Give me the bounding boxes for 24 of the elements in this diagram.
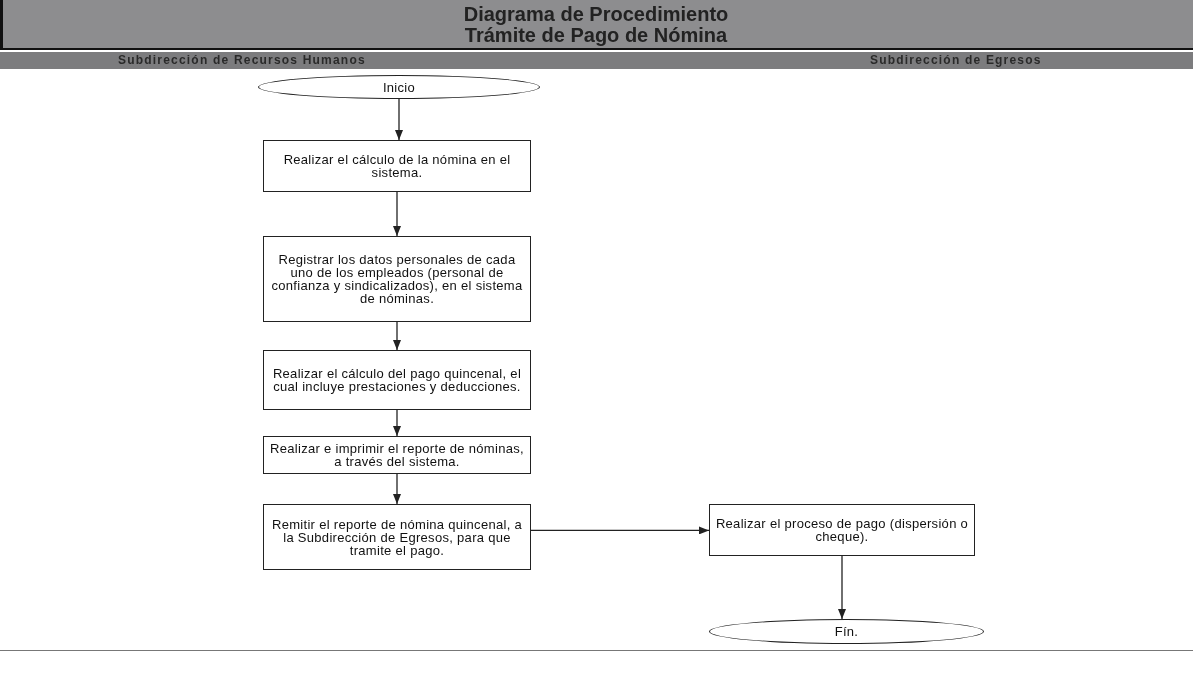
arrow	[393, 409, 401, 437]
terminator-label: Fín.	[833, 625, 860, 638]
process-box	[263, 350, 531, 410]
process-box	[263, 504, 531, 570]
process-box	[263, 436, 531, 474]
step-text: Realizar el cálculo de la nómina en el sistema.	[282, 153, 512, 179]
step-text: Realizar e imprimir el reporte de nóminas, a través del sistema.	[269, 442, 525, 468]
arrow	[395, 98, 403, 141]
arrow	[393, 191, 401, 237]
arrow	[530, 526, 710, 535]
arrow	[393, 473, 401, 505]
lane-title: Subdirección de Egresos	[870, 53, 1042, 68]
step-text: Realizar el proceso de pago (dispersión o cheque).	[714, 517, 970, 543]
step-text: Remitir el reporte de nómina quincenal, a la Subdirección de Egresos, para que tramite el pago.	[270, 517, 523, 557]
process-box	[709, 504, 975, 556]
arrow	[838, 555, 846, 620]
step-text: Registrar los datos personales de cada uno de los empleados (personal de confianza y sindicalizados), en el sistema de nóminas.	[270, 253, 524, 305]
process-box	[263, 236, 531, 322]
arrow	[393, 321, 401, 351]
lane-title: Subdirección de Recursos Humanos	[118, 53, 366, 68]
step-text: Realizar el cálculo del pago quincenal, el cual incluye prestaciones y deducciones.	[271, 367, 523, 393]
diagram-title: Diagrama de Procedimiento Trámite de Pago de Nómina	[462, 4, 730, 46]
terminator-label: Inicio	[381, 80, 417, 94]
process-box	[263, 140, 531, 192]
